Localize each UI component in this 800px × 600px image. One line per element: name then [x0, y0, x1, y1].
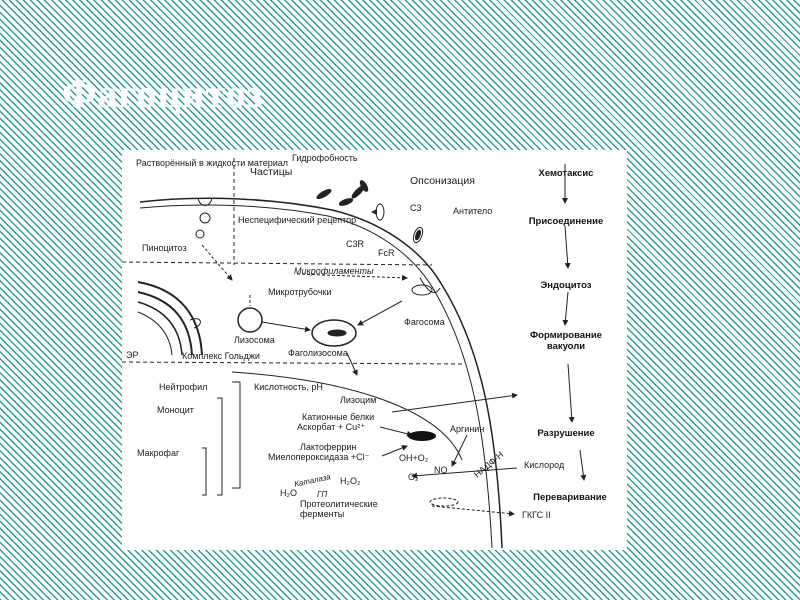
er-membrane-3 [137, 301, 183, 356]
step-vacuole-formation: Формирование вакуоли [530, 330, 602, 352]
lysosome [237, 307, 263, 333]
label-gp: ГП [317, 490, 328, 499]
er-membrane-4 [137, 311, 173, 356]
arrow-step-3 [562, 291, 569, 326]
label-hydrophobicity: Гидрофобность [292, 153, 358, 163]
label-h2o2: H₂O₂ [340, 476, 361, 486]
label-lysozyme: Лизоцим [340, 395, 377, 405]
pinocytic-vesicle-1 [199, 212, 211, 224]
label-lysosome: Лизосома [234, 335, 275, 345]
phagosome [411, 284, 433, 296]
step-attachment: Присоединение [528, 216, 604, 227]
arrow-microfilaments [296, 273, 408, 281]
granule-particle [408, 431, 436, 441]
er-membrane-2 [137, 291, 193, 356]
arrow-myeloperoxidase [381, 445, 408, 457]
golgi-bud [189, 318, 201, 329]
phagolysosome-particle [327, 329, 347, 337]
label-oh-o2: OH+O₂ [399, 453, 429, 463]
step-destruction: Разрушение [537, 428, 595, 439]
cell-membrane [139, 197, 503, 549]
label-microfilaments: Микрофиламенты [294, 266, 374, 276]
label-pinocytosis: Пиноцитоз [142, 243, 187, 253]
enzyme-vesicle [429, 497, 459, 507]
bracket-macrophage [202, 447, 207, 496]
label-gkgs: ГКГС II [522, 510, 551, 520]
particle-2 [338, 198, 354, 206]
label-arginine: Аргинин [450, 424, 485, 434]
bracket-neutrophil [232, 381, 241, 489]
particle-4 [359, 180, 369, 192]
opsonized-particle-c3 [375, 203, 385, 221]
label-golgi: Комплекс Гольджи [182, 351, 260, 361]
label-phagosome: Фагосома [404, 317, 445, 327]
arrow-proteolytic [431, 505, 515, 517]
pinocytic-invagination [197, 197, 213, 206]
slide-title: Фагоцитоз [62, 71, 264, 116]
arrow-lysosome-fusion [261, 321, 311, 333]
label-ascorbate: Аскорбат + Cu²⁺ [297, 422, 365, 432]
label-macrophage: Макрофаг [137, 448, 180, 458]
particle-1 [316, 188, 332, 200]
divider-top [122, 261, 433, 266]
antibody-bound [414, 229, 422, 241]
arrow-lysozyme-out [391, 392, 518, 413]
arrow-arginine [451, 434, 468, 467]
label-antibody: Антитело [453, 206, 493, 216]
arrow-oxygen [411, 467, 518, 479]
label-c3r: C3R [346, 239, 365, 249]
label-superoxide: O₂⁻ [408, 472, 424, 482]
label-monocyte: Моноцит [157, 405, 194, 415]
bracket-monocyte [217, 397, 223, 496]
label-cationic: Катионные белки [302, 412, 375, 422]
label-particles: Частицы [250, 166, 293, 178]
label-h2o: H₂O [280, 488, 297, 498]
diagram-drawing [122, 158, 587, 549]
opsonized-particle-ab [412, 226, 424, 244]
label-nonspecific-receptor: Неспецифический рецептор [238, 215, 357, 225]
er-membrane-1 [137, 281, 203, 356]
label-c3: C3 [410, 203, 422, 213]
label-er: ЭР [126, 350, 139, 360]
arrow-pinocytosis [201, 244, 233, 281]
label-neutrophil: Нейтрофил [159, 382, 208, 392]
arrow-step-2 [564, 225, 571, 269]
phagocytosis-diagram: Растворённый в жидкости материал Частицы… [122, 150, 627, 550]
label-acidity: Кислотность, pH [254, 382, 323, 392]
step-endocytosis: Эндоцитоз [540, 280, 592, 291]
arrow-phagolysosome-down [346, 352, 358, 376]
cell-membrane-inner [139, 204, 493, 549]
phagolysosome [311, 319, 357, 347]
label-opsonization: Опсонизация [410, 175, 475, 187]
label-no: NO [434, 465, 448, 475]
step-digestion: Переваривание [533, 492, 607, 503]
label-microtubules: Микротрубочки [268, 287, 332, 297]
arrow-cationic [379, 426, 413, 437]
label-proteolytic: Протеолитические ферменты [300, 499, 378, 519]
label-myeloperoxidase: Миелопероксидаза +Cl⁻ [268, 452, 370, 462]
divider-middle [122, 361, 463, 365]
arrow-step-4 [567, 363, 575, 423]
label-phagolysosome: Фаголизосома [288, 348, 348, 358]
label-oxygen: Кислород [524, 460, 565, 470]
pinocytic-vesicle-2 [195, 229, 205, 239]
label-fluid-material: Растворённый в жидкости материал [136, 158, 289, 168]
arrow-phagosome-fusion [357, 300, 403, 326]
membrane-pocket [419, 277, 441, 293]
step-chemotaxis: Хемотаксис [538, 168, 594, 179]
label-fcr: FcR [378, 248, 395, 258]
lower-membrane [231, 371, 463, 461]
arrow-step-5 [579, 449, 587, 481]
label-lactoferrin: Лактоферрин [300, 442, 357, 452]
